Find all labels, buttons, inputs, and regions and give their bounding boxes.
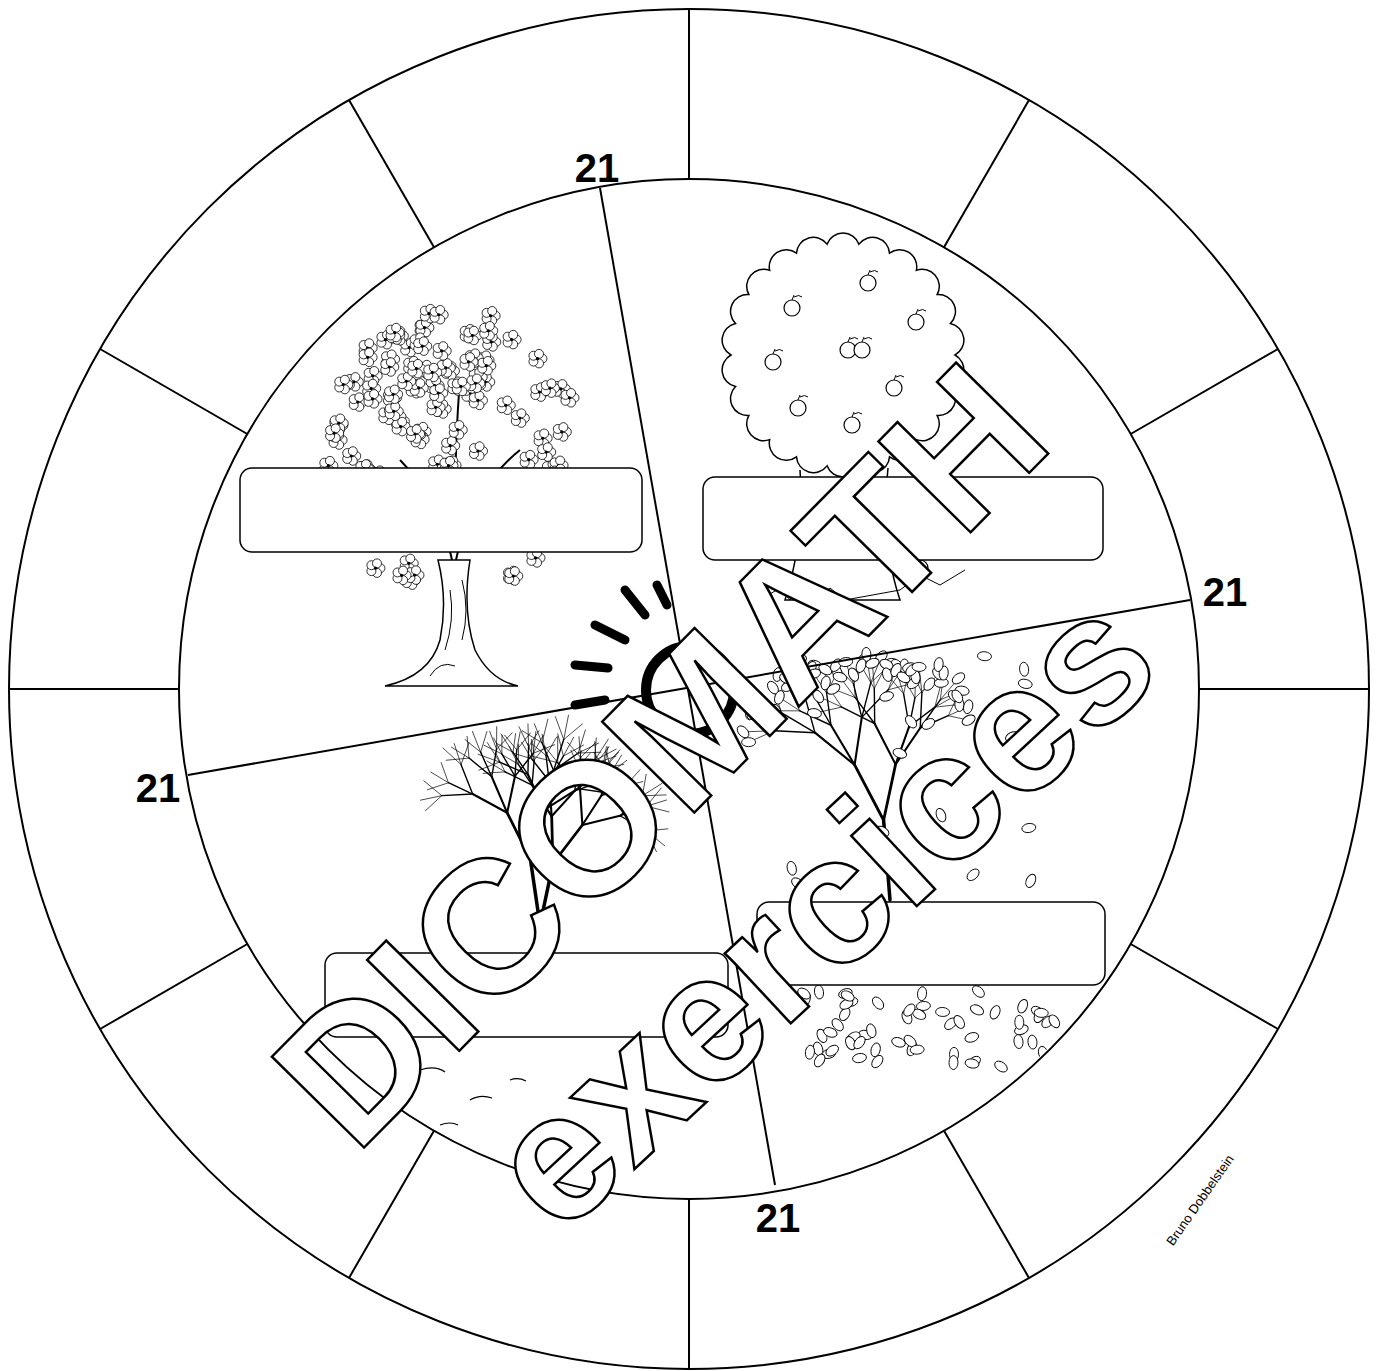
date-number: 21: [756, 1198, 801, 1238]
ring-divider: [1199, 688, 1369, 690]
ring-divider: [9, 688, 179, 690]
ring-divider: [1131, 944, 1278, 1029]
date-number: 21: [575, 148, 620, 188]
date-number: 21: [1203, 572, 1248, 612]
date-number: 21: [136, 768, 181, 808]
ring-divider: [688, 9, 690, 179]
ring-divider: [944, 100, 1029, 247]
wheel-lines: [9, 9, 1369, 1369]
author-credit: Bruno Dobbelstein: [1164, 1152, 1236, 1247]
ring-divider: [100, 944, 247, 1029]
ring-divider: [1131, 349, 1278, 434]
ring-divider: [944, 1131, 1029, 1278]
ring-divider: [688, 1199, 690, 1369]
ring-divider: [349, 100, 434, 247]
ring-divider: [100, 349, 247, 434]
